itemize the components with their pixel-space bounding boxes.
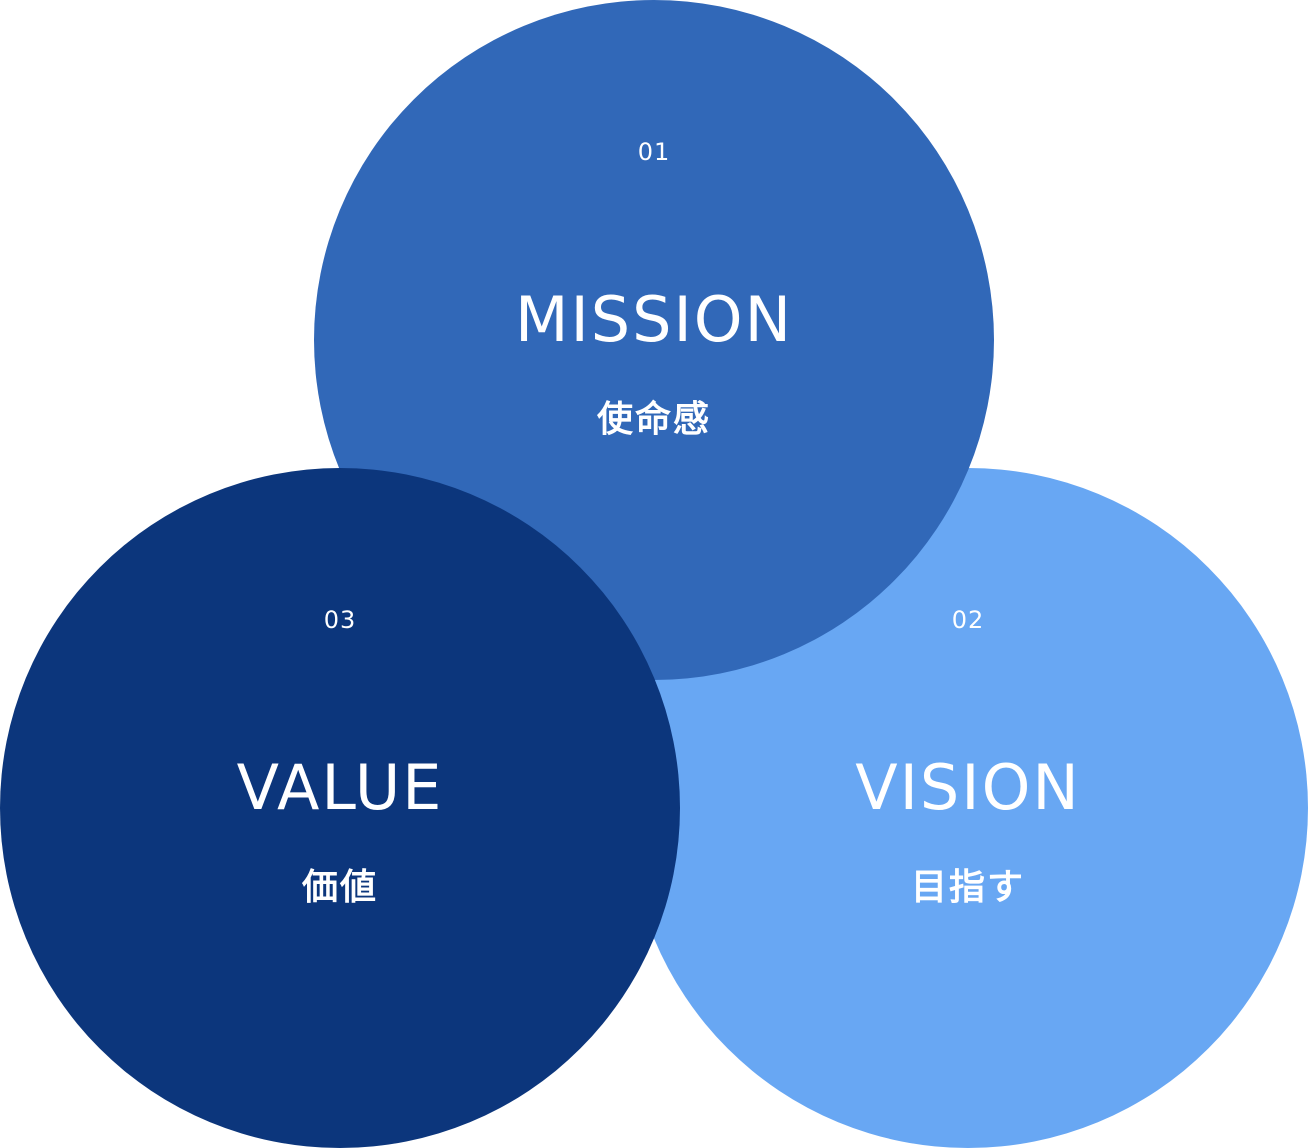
- value-subtitle: 価値: [301, 867, 378, 908]
- vision-subtitle: 目指す: [910, 867, 1025, 908]
- value-circle: 03 VALUE 価値: [0, 468, 680, 1148]
- mission-subtitle: 使命感: [596, 399, 711, 440]
- value-title: VALUE: [236, 751, 444, 824]
- mission-title: MISSION: [515, 283, 793, 356]
- vision-title: VISION: [855, 751, 1081, 824]
- value-number: 03: [323, 606, 357, 634]
- vision-number: 02: [951, 606, 985, 634]
- mission-number: 01: [637, 138, 671, 166]
